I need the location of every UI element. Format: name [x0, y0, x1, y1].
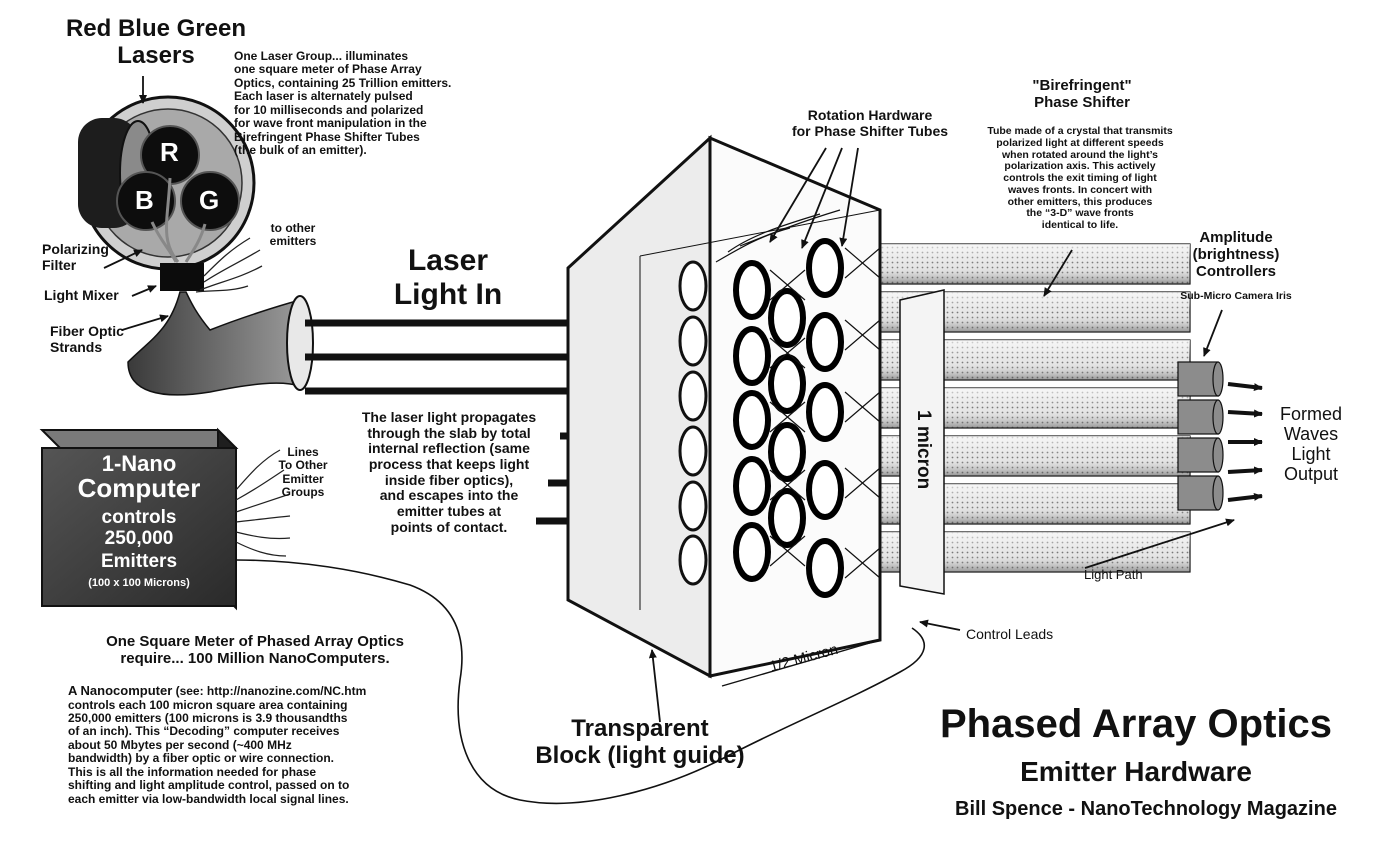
laser-letter-b: B	[135, 185, 154, 215]
computer-line-3: controls	[101, 507, 177, 528]
birefringent-description: Tube made of a crystal that transmits po…	[987, 125, 1173, 231]
laser-light-in-title: Laser Light In	[393, 244, 503, 311]
footer-subtitle: Emitter Hardware	[1020, 756, 1252, 787]
computer-line-4: 250,000	[104, 528, 174, 549]
birefringent-title: "Birefringent" Phase Shifter	[1032, 77, 1132, 111]
computer-line-5: Emitters	[100, 551, 178, 572]
requirements-body: (see: http://nanozine.com/NC.htm control…	[68, 684, 367, 806]
to-other-emitters-label: to other emitters	[269, 221, 317, 249]
laser-letter-r: R	[160, 137, 179, 167]
emitter-lens-grid	[733, 238, 844, 598]
lines-to-other-groups-label: Lines To Other Emitter Groups	[278, 445, 328, 500]
requirements-body-lead: A Nanocomputer	[68, 683, 173, 698]
laser-group	[78, 95, 263, 293]
requirements-title: One Square Meter of Phased Array Optics …	[106, 633, 404, 667]
footer-title: Phased Array Optics	[939, 702, 1332, 746]
computer-line-6: (100 x 100 Microns)	[88, 577, 190, 589]
laser-light-description: The laser light propagates through the s…	[361, 409, 537, 535]
control-wire	[235, 559, 926, 805]
amplitude-subtitle: Sub-Micro Camera Iris	[1180, 290, 1292, 302]
lasers-description: One Laser Group... illuminates one squar…	[234, 49, 452, 158]
rotation-hardware-label: Rotation Hardware for Phase Shifter Tube…	[791, 107, 949, 139]
footer-credit: Bill Spence - NanoTechnology Magazine	[955, 798, 1337, 820]
transparent-block-label: Transparent Block (light guide)	[535, 715, 745, 769]
light-path-label: Light Path	[1084, 567, 1143, 582]
output-arrows	[1227, 382, 1263, 502]
laser-letter-g: G	[199, 185, 220, 215]
pointer-lines	[103, 76, 1235, 723]
polarizing-filter-label: Polarizing Filter	[42, 241, 109, 273]
emitter-group-lines	[235, 449, 291, 557]
amplitude-title: Amplitude (brightness) Controllers	[1192, 229, 1280, 280]
one-micron-plate	[899, 289, 945, 595]
fiber-optic-horn	[127, 291, 314, 396]
phase-shifter-tubes	[829, 243, 1191, 573]
formed-waves-output-label: Formed Waves Light Output	[1279, 404, 1342, 485]
rotation-hardware-ties	[715, 209, 881, 579]
computer-line-1: 1-Nano	[101, 451, 177, 476]
computer-line-2: Computer	[77, 473, 201, 503]
block-side-rings	[678, 260, 708, 586]
nano-computer-box	[39, 427, 239, 611]
one-micron-label: 1 micron	[913, 410, 934, 490]
light-mixer-label: Light Mixer	[44, 287, 119, 303]
fiber-optic-label: Fiber Optic Strands	[50, 323, 124, 355]
control-leads-label: Control Leads	[966, 626, 1054, 642]
amplitude-controller-irises	[1177, 361, 1224, 511]
lasers-title: Red Blue Green Lasers	[65, 15, 247, 69]
